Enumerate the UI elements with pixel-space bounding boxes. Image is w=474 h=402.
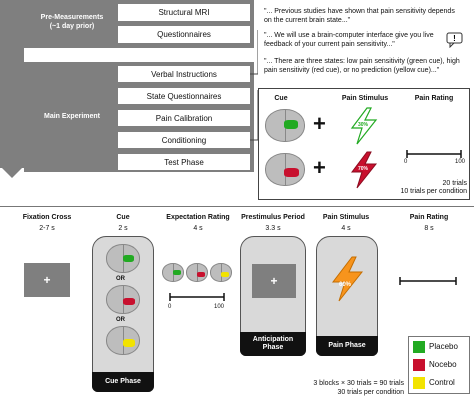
col-title-pain-rating: Pain Rating	[409, 214, 449, 221]
trial-summary-line1: 3 blocks × 30 trials = 90 trials	[313, 380, 404, 387]
or-label-1: OR	[116, 276, 125, 282]
legend-box: Placebo Nocebo Control	[408, 336, 470, 394]
cond-scale-min: 0	[404, 159, 408, 165]
legend-label-placebo: Placebo	[429, 342, 458, 351]
prestimulus-screen: +	[252, 264, 296, 298]
legend-label-control: Control	[429, 378, 455, 387]
instruction-quote-1: "... Previous studies have shown that pa…	[264, 8, 455, 24]
instructions-panel: "... Previous studies have shown that pa…	[258, 2, 470, 80]
instruction-quote-3: "... There are three states: low pain se…	[264, 58, 460, 74]
anticipation-phase-label: Anticipation Phase	[240, 332, 306, 356]
exp-brain-red	[186, 263, 208, 282]
trial-summary-line2: 30 trials per condition	[337, 389, 404, 396]
questionnaires-box: Questionnaires	[118, 26, 250, 43]
exp-brain-yellow	[210, 263, 232, 282]
col-duration-pain-stimulus: 4 s	[341, 225, 351, 232]
svg-text:!: !	[453, 34, 456, 43]
pain-calibration-box: Pain Calibration	[118, 110, 250, 126]
lightning-stimulus-icon	[331, 256, 364, 302]
cond-rating-scale	[406, 150, 462, 158]
cond-rating-header: Pain Rating	[414, 95, 454, 102]
legend-label-nocebo: Nocebo	[429, 360, 457, 369]
pre-measurements-label: Pre-Measurements (~1 day prior)	[40, 14, 104, 30]
or-label-2: OR	[116, 317, 125, 323]
cue-brain-green	[106, 244, 140, 273]
verbal-instructions-box: Verbal Instructions	[118, 66, 250, 82]
cond-trials-per-condition: 10 trials per condition	[400, 188, 467, 195]
structural-mri-box: Structural MRI	[118, 4, 250, 21]
cond-cue-header: Cue	[274, 95, 288, 102]
fixation-cross-icon: +	[43, 273, 51, 287]
stimulus-percent: 60%	[339, 282, 352, 288]
col-duration-pain-rating: 8 s	[424, 225, 434, 232]
col-title-fixation: Fixation Cross	[22, 214, 72, 221]
main-experiment-label: Main Experiment	[43, 113, 100, 120]
exp-brain-green	[162, 263, 184, 282]
prestimulus-cross-icon: +	[270, 274, 278, 288]
legend-swatch-control	[413, 377, 425, 389]
col-title-prestimulus: Prestimulus Period	[241, 214, 305, 221]
exp-scale-max: 100	[214, 304, 225, 310]
brain-red-cue	[265, 153, 305, 186]
legend-swatch-placebo	[413, 341, 425, 353]
conditioning-box: Conditioning	[118, 132, 250, 148]
col-title-expectation: Expectation Rating	[166, 214, 230, 221]
speech-bubble-icon: !	[446, 32, 463, 48]
cue-brain-red	[106, 285, 140, 314]
col-title-cue: Cue	[116, 214, 130, 221]
fixation-screen: +	[24, 263, 70, 297]
state-questionnaires-box: State Questionnaires	[118, 88, 250, 104]
col-duration-expectation: 4 s	[193, 225, 203, 232]
brain-green-cue	[265, 109, 305, 142]
legend-swatch-nocebo	[413, 359, 425, 371]
lightning-low-icon	[350, 107, 378, 145]
cond-trials: 20 trials	[442, 180, 467, 187]
timeline-arrow	[0, 0, 24, 168]
cue-brain-yellow	[106, 326, 140, 355]
plus-icon-1: +	[313, 111, 326, 136]
test-phase-box: Test Phase	[118, 154, 250, 170]
pain-rating-scale	[399, 277, 457, 285]
timeline-arrow-head	[0, 166, 24, 178]
low-percent: 30%	[358, 122, 369, 128]
plus-icon-2: +	[313, 155, 326, 180]
expectation-scale	[169, 293, 225, 301]
exp-scale-min: 0	[168, 304, 172, 310]
col-duration-cue: 2 s	[118, 225, 128, 232]
trial-divider	[0, 206, 474, 207]
cond-scale-max: 100	[455, 159, 466, 165]
cond-stimulus-header: Pain Stimulus	[341, 95, 389, 102]
lightning-high-icon	[351, 151, 378, 189]
col-duration-prestimulus: 3.3 s	[265, 225, 281, 232]
instruction-quote-2: "... We will use a brain-computer interf…	[264, 32, 434, 48]
conditioning-panel: Cue Pain Stimulus Pain Rating + 30% + 70…	[258, 88, 470, 200]
cue-phase-label: Cue Phase	[92, 372, 154, 392]
col-duration-fixation: 2-7 s	[39, 225, 55, 232]
cue-phase-capsule	[92, 236, 154, 392]
high-percent: 70%	[358, 166, 369, 172]
col-title-pain-stimulus: Pain Stimulus	[322, 214, 370, 221]
pain-phase-label: Pain Phase	[316, 336, 378, 356]
